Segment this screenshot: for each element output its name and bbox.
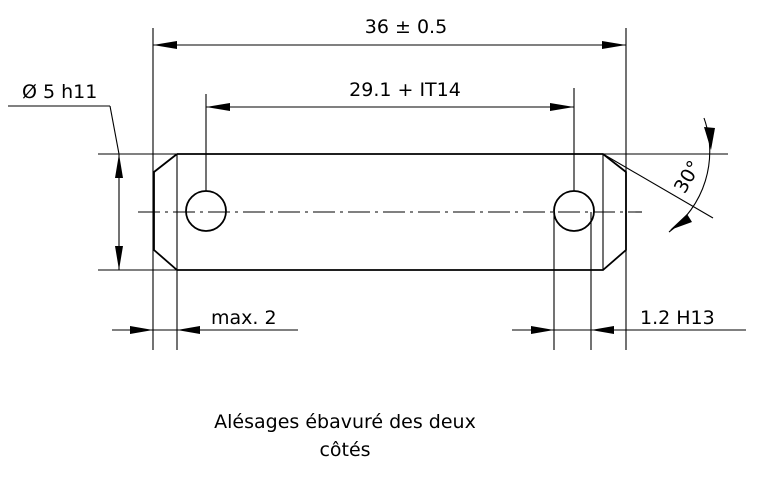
overall-length-label: 36 ± 0.5	[365, 16, 447, 38]
hole-spacing-dimension: 29.1 + IT14	[205, 79, 575, 191]
overall-arrow-left	[153, 41, 177, 49]
hole-diameter-arrow-right	[591, 326, 614, 334]
overall-length-dimension: 36 ± 0.5	[152, 16, 627, 350]
chamfer-length-label: max. 2	[211, 307, 277, 329]
hole-spacing-arrow-right	[550, 103, 574, 111]
chamfer-angle-dimension: 30°	[602, 117, 715, 233]
chamfer-angle-extension	[602, 153, 714, 219]
pin-outline	[98, 153, 728, 271]
diameter-leader-diagonal	[109, 105, 120, 155]
diameter-dimension: Ø 5 h11	[8, 81, 123, 270]
cross-holes	[185, 190, 595, 232]
chamfer-length-arrow-left	[130, 326, 153, 334]
hole-diameter-dimension: 1.2 H13	[512, 212, 746, 350]
deburr-note: Alésages ébavuré des deux côtés	[214, 411, 476, 461]
chamfer-length-dimension: max. 2	[112, 270, 298, 350]
diameter-arrow-top	[115, 154, 123, 178]
left-cross-hole	[185, 190, 227, 232]
hole-spacing-arrow-left	[206, 103, 230, 111]
chamfer-length-arrow-right	[177, 326, 200, 334]
note-line-1: Alésages ébavuré des deux	[214, 411, 476, 433]
chamfer-angle-arrow-bottom	[670, 214, 692, 230]
right-cross-hole	[553, 190, 595, 232]
diameter-label: Ø 5 h11	[22, 81, 97, 103]
chamfer-angle-label: 30°	[670, 157, 706, 197]
diameter-arrow-bottom	[115, 246, 123, 270]
hole-spacing-label: 29.1 + IT14	[349, 79, 461, 101]
overall-arrow-right	[602, 41, 626, 49]
note-line-2: côtés	[319, 439, 370, 461]
hole-diameter-arrow-left	[531, 326, 554, 334]
chamfer-angle-arrow-top	[704, 127, 715, 150]
hole-diameter-label: 1.2 H13	[640, 307, 715, 329]
